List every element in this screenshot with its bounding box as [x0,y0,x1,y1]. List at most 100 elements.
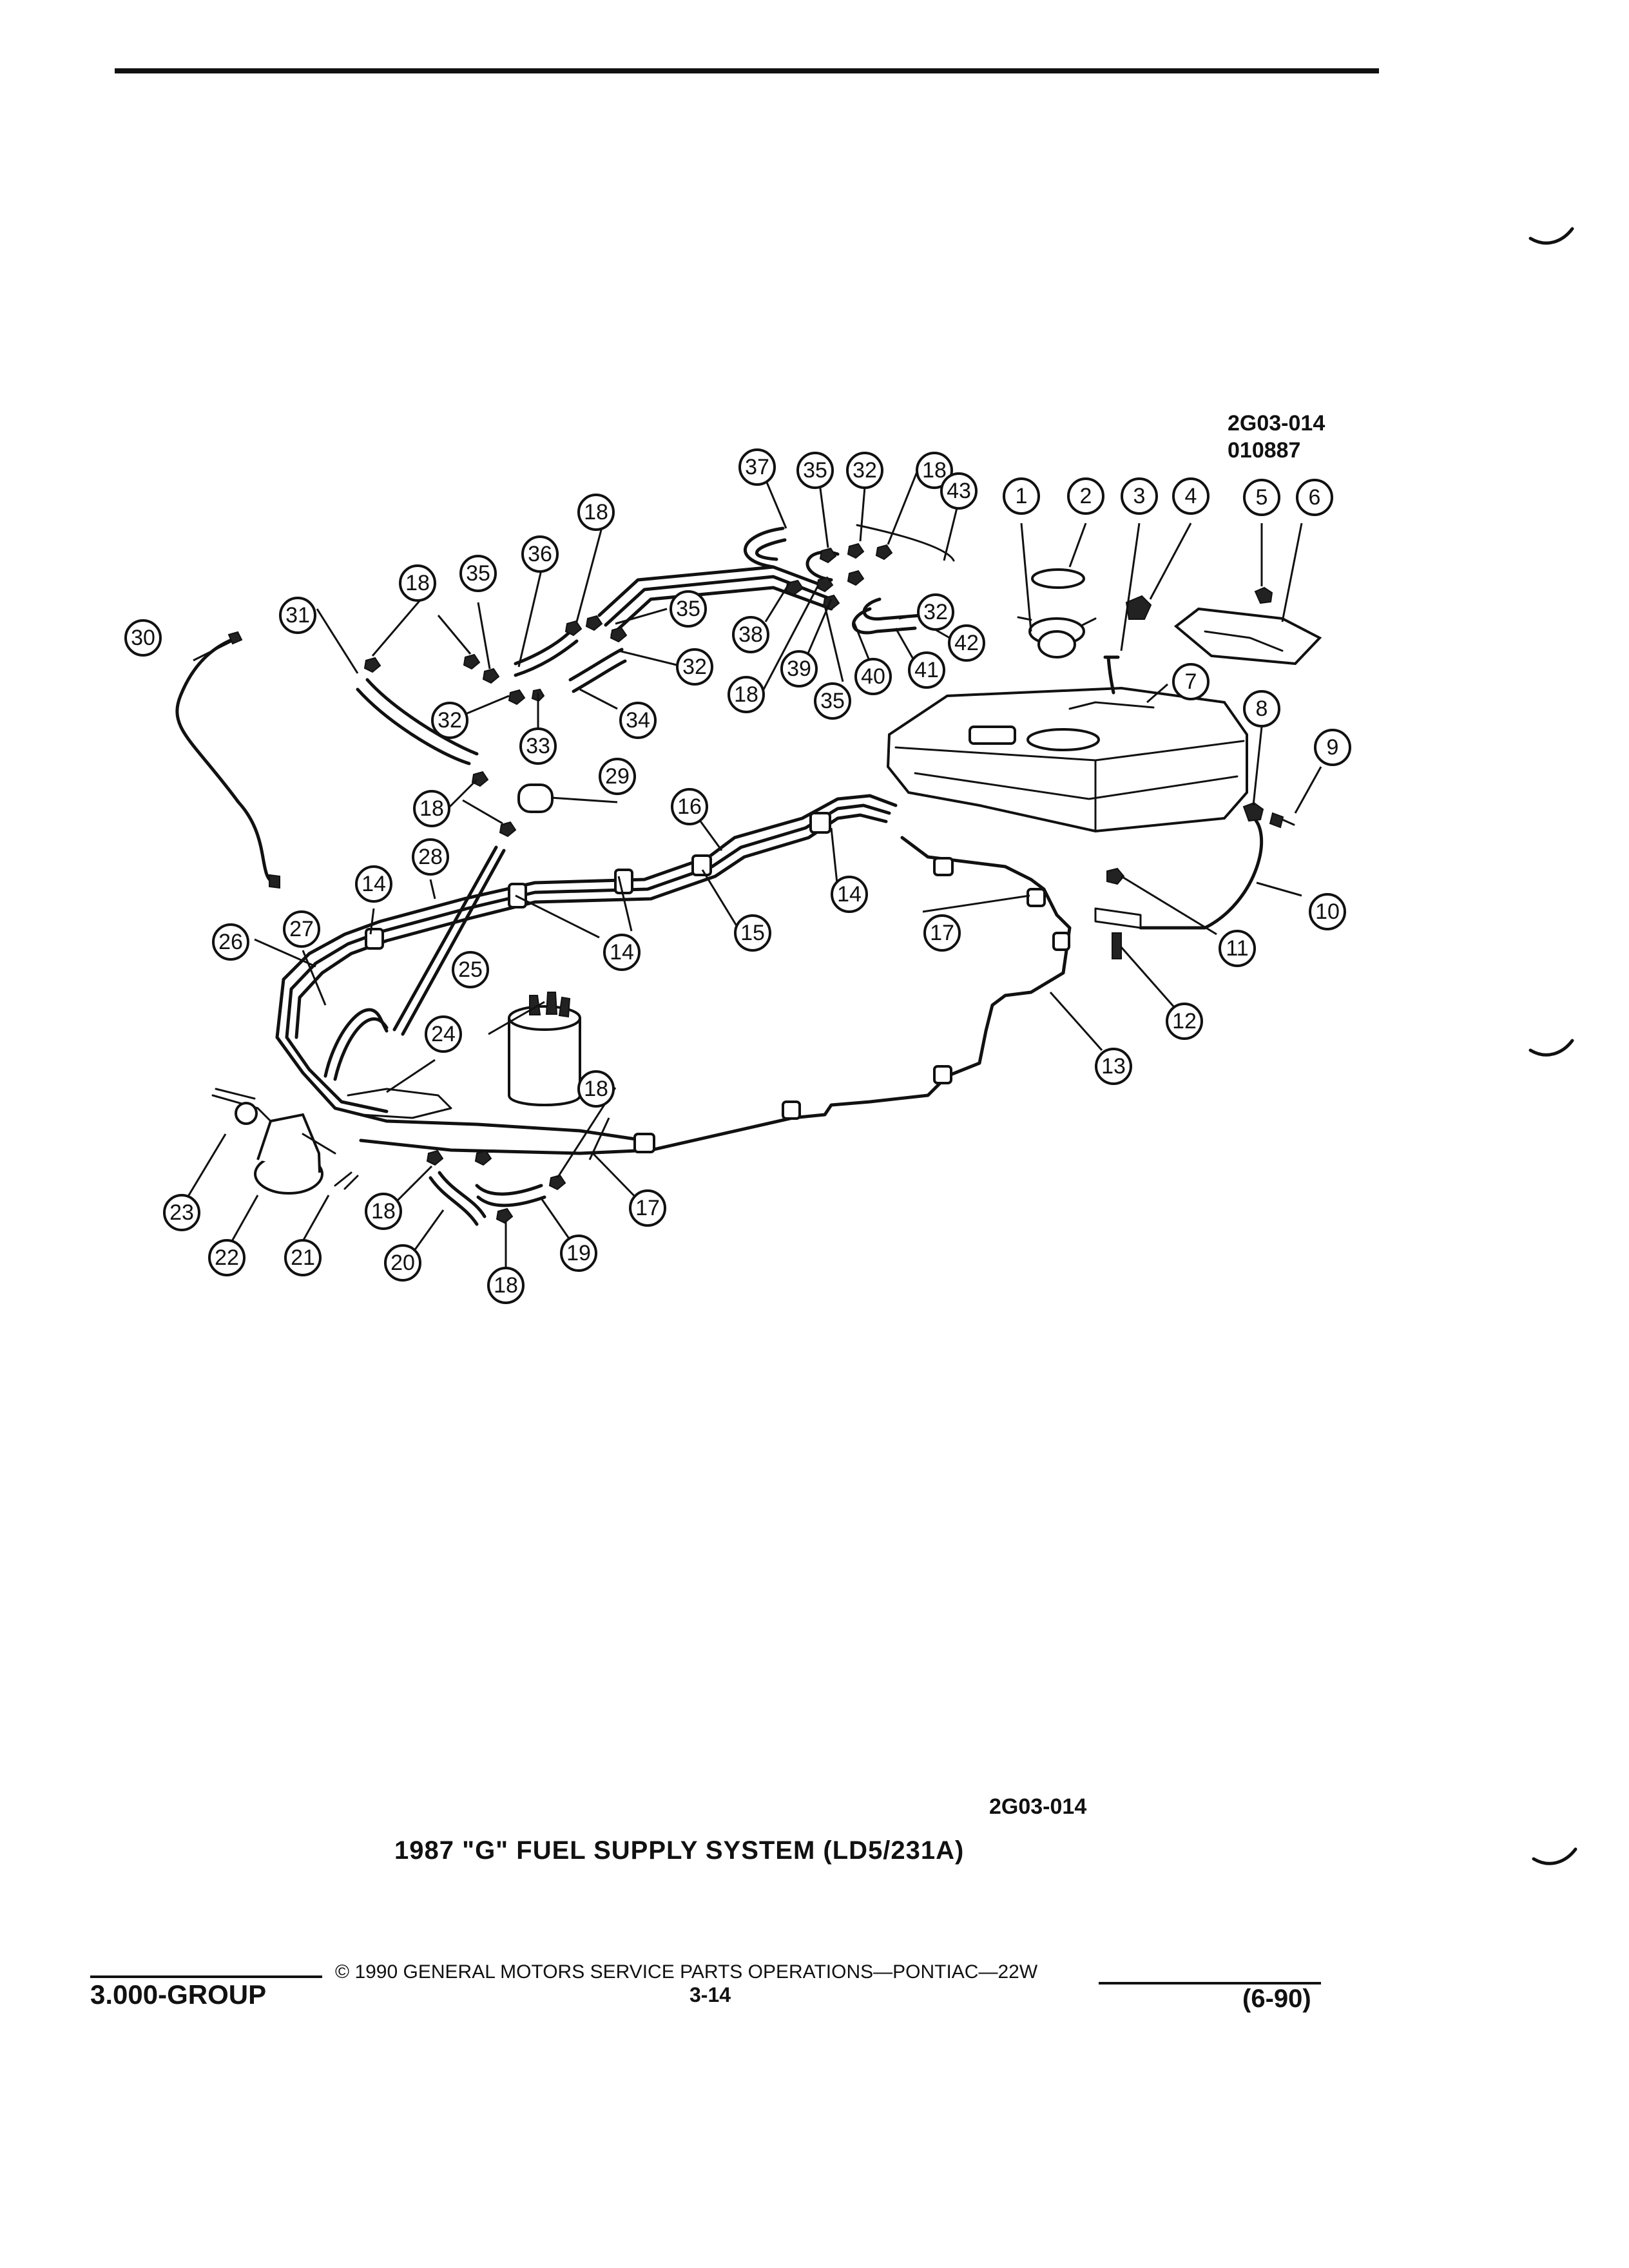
svg-text:19: 19 [566,1241,591,1265]
svg-text:40: 40 [861,664,885,689]
callout-15: 15 [734,914,771,952]
vapor-canister [508,992,581,1106]
callout-41: 41 [908,651,945,689]
callout-18-a: 18 [916,452,953,489]
callout-19: 19 [560,1235,597,1272]
line-30 [175,637,276,885]
svg-text:14: 14 [361,872,386,896]
callout-5: 5 [1243,479,1280,516]
callout-22: 22 [208,1239,246,1276]
reference-code: 2G03-014 [1228,411,1325,436]
vent-valve [1125,595,1152,620]
svg-text:18: 18 [734,682,758,707]
fuel-lines [275,794,1072,1155]
svg-text:31: 31 [285,603,310,628]
svg-text:23: 23 [169,1200,194,1225]
hose-36 [514,629,572,666]
svg-text:32: 32 [853,458,877,483]
svg-text:27: 27 [289,917,314,941]
callout-31: 31 [279,597,316,634]
callout-43: 43 [940,472,978,510]
callout-23: 23 [163,1194,200,1231]
svg-text:11: 11 [1226,936,1248,961]
callout-14-c: 14 [355,865,392,903]
svg-text:24: 24 [431,1022,456,1046]
svg-text:5: 5 [1256,485,1268,510]
svg-text:39: 39 [787,657,811,681]
svg-text:18: 18 [584,500,608,524]
callout-29: 29 [599,758,636,795]
svg-text:1: 1 [1016,484,1028,508]
svg-text:34: 34 [626,708,650,733]
callout-20: 20 [384,1244,421,1282]
callout-34: 34 [619,702,657,739]
hose-31 [356,687,471,765]
svg-text:13: 13 [1101,1054,1126,1079]
footer-group: 3.000-GROUP [90,1979,267,2010]
svg-text:18: 18 [419,796,444,821]
svg-text:32: 32 [438,708,462,733]
figure-code: 2G03-014 [989,1794,1087,1819]
bracket-12 [1094,907,1142,929]
callout-14-a: 14 [831,876,868,913]
callout-27: 27 [283,910,320,948]
svg-text:6: 6 [1309,485,1321,510]
callout-18-c: 18 [399,564,436,602]
callout-6: 6 [1296,479,1333,516]
svg-text:26: 26 [218,930,243,954]
svg-text:14: 14 [610,940,634,965]
callout-18-f: 18 [577,1070,615,1108]
callout-35-b: 35 [670,590,707,628]
callout-18-e: 18 [413,790,450,827]
callout-32-b: 32 [917,593,954,631]
svg-text:10: 10 [1315,899,1340,924]
svg-text:15: 15 [740,921,765,945]
svg-text:3: 3 [1133,484,1146,508]
bolts-21 [334,1171,359,1190]
hose-19 [475,1184,543,1196]
valve-29 [517,783,554,813]
callout-10: 10 [1309,893,1346,930]
callout-18-h: 18 [487,1267,525,1304]
sending-unit [1017,616,1097,658]
svg-text:17: 17 [635,1196,660,1220]
fuel-pump [211,1088,336,1195]
svg-text:8: 8 [1256,697,1268,721]
callout-35-a: 35 [796,452,834,489]
hose-34 [568,648,624,682]
hose-37 [744,526,785,569]
callout-32-c: 32 [676,648,713,686]
svg-text:22: 22 [215,1245,239,1270]
svg-text:35: 35 [820,689,845,713]
figure-caption: 1987 "G" FUEL SUPPLY SYSTEM (LD5/231A) [394,1836,965,1865]
callout-18-g: 18 [365,1193,402,1230]
leader-lines [186,463,1322,1279]
nut-8 [1242,802,1264,822]
svg-text:18: 18 [494,1273,518,1298]
callout-8: 8 [1243,690,1280,727]
hose-27 [323,1008,389,1078]
callout-17-a: 17 [923,914,961,952]
callout-17-b: 17 [629,1189,666,1227]
filler-neck [1106,655,1115,695]
hose-clamps [363,543,893,1224]
tank-strap [1139,813,1264,930]
callout-36: 36 [521,535,559,573]
svg-text:18: 18 [371,1199,396,1224]
svg-text:28: 28 [418,845,443,869]
svg-text:25: 25 [458,957,483,982]
callout-28: 28 [412,838,449,876]
footer-rule-right [1099,1982,1321,1984]
callout-24: 24 [425,1015,462,1053]
callout-35-c: 35 [459,555,497,592]
callout-32-d: 32 [431,702,468,739]
hose-28 [392,845,498,1032]
svg-text:18: 18 [584,1077,608,1101]
binder-mark [1528,1039,1574,1057]
svg-text:18: 18 [922,458,947,483]
top-rule [115,68,1379,73]
callout-21: 21 [284,1239,322,1276]
callout-4: 4 [1172,477,1210,515]
svg-text:2: 2 [1080,484,1092,508]
svg-text:30: 30 [131,626,155,650]
